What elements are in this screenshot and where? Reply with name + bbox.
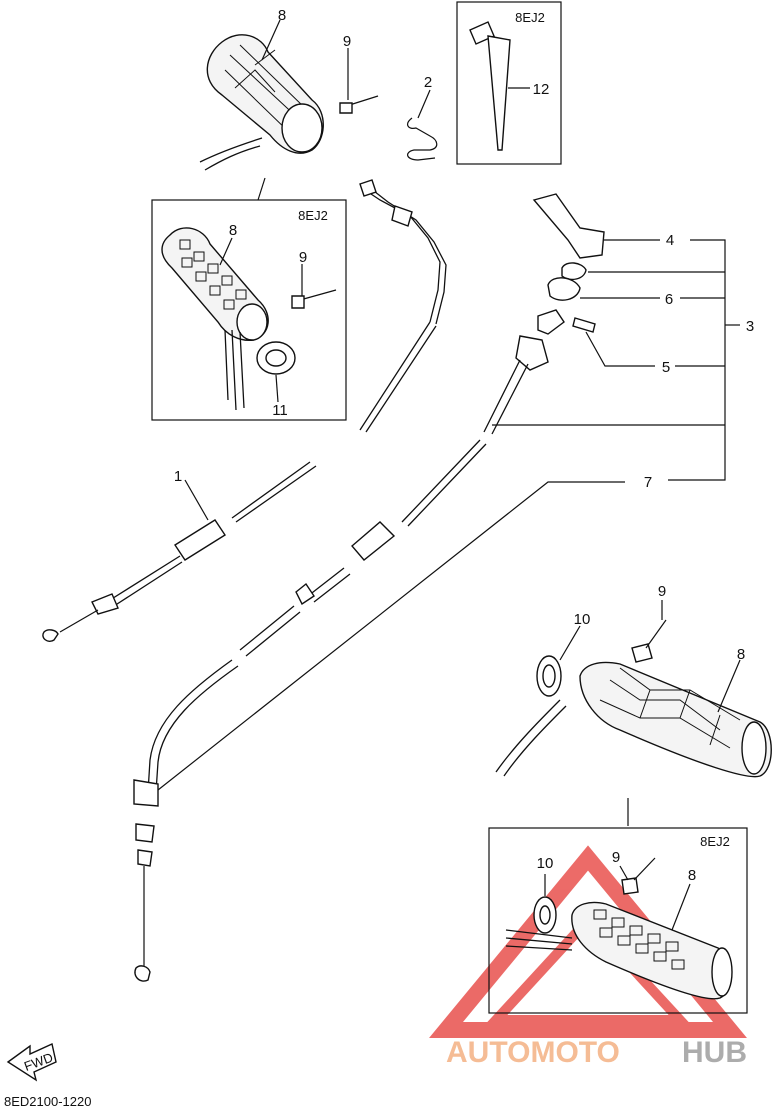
watermark-text-part2: HUB — [682, 1036, 747, 1069]
callout-8-right: 8 — [737, 646, 745, 663]
variant-box-top — [456, 1, 562, 165]
callout-9-top: 9 — [343, 33, 351, 50]
callout-5: 5 — [662, 359, 670, 376]
callout-6: 6 — [665, 291, 673, 308]
callout-2: 2 — [424, 74, 432, 91]
top-grip-assembly — [199, 19, 379, 171]
right-grip-assembly — [495, 600, 772, 826]
callout-9-right: 9 — [658, 583, 666, 600]
variant-label-top: 8EJ2 — [515, 10, 545, 25]
callout-11: 11 — [272, 402, 288, 419]
throttle-cable-1 — [42, 179, 447, 642]
callout-9-bottom: 9 — [612, 849, 620, 866]
fwd-arrow-icon — [6, 1043, 57, 1082]
diagram-code: 8ED2100-1220 — [4, 1094, 91, 1109]
clip-part-2 — [407, 89, 438, 161]
variant-box-left — [151, 177, 347, 421]
callout-9-left: 9 — [299, 249, 307, 266]
callout-10-bottom: 10 — [537, 855, 554, 872]
callout-8-top: 8 — [278, 7, 286, 24]
throttle-assembly-parts — [483, 193, 740, 481]
callout-4: 4 — [666, 232, 674, 249]
callout-12: 12 — [533, 81, 550, 98]
callout-10-right: 10 — [574, 611, 591, 628]
variant-label-left: 8EJ2 — [298, 208, 328, 223]
callout-8-bottom: 8 — [688, 867, 696, 884]
right-grip — [579, 661, 772, 778]
watermark-text: AUTOMOTO HUB — [446, 1036, 747, 1069]
callout-1: 1 — [174, 468, 182, 485]
watermark-text-part1: AUTOMOTO — [446, 1036, 620, 1069]
callout-3: 3 — [746, 318, 754, 335]
variant-box-bottom — [488, 827, 748, 1014]
throttle-cable-7 — [133, 439, 625, 982]
callout-7: 7 — [644, 474, 652, 491]
callout-8-left: 8 — [229, 222, 237, 239]
variant-label-bottom: 8EJ2 — [700, 834, 730, 849]
